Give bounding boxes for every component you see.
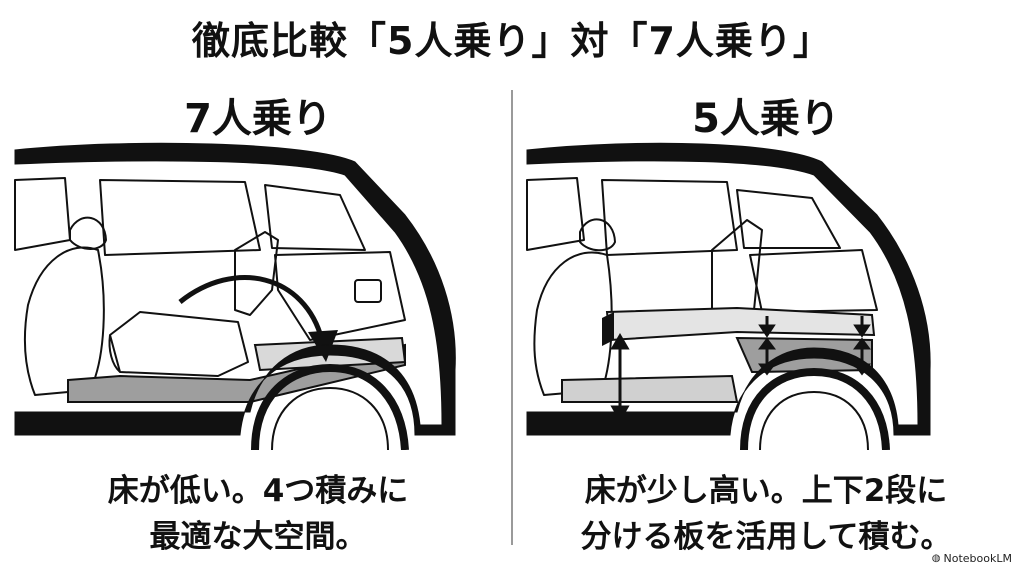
main-title: 徹底比較「5人乗り」対「7人乗り」: [192, 19, 832, 63]
right-caption-line-2: 分ける板を活用して積む。: [580, 519, 952, 555]
seven-seater-cargo-illustration: [14, 142, 456, 450]
rear-wheel-rim: [759, 390, 869, 450]
notebooklm-watermark: ◍ NotebookLM: [932, 552, 1012, 565]
seat-edge-line: [108, 334, 121, 373]
front-window-outline: [14, 177, 71, 251]
rear-quarter-window-outline: [736, 189, 841, 249]
front-window-outline: [526, 177, 585, 251]
rear-wheel: [740, 367, 890, 450]
upper-gap-arrow-right-head: [853, 324, 871, 338]
board-edge: [602, 312, 614, 346]
right-caption-line-1: 床が少し高い。上下2段に: [584, 473, 948, 509]
side-window-outline: [99, 179, 261, 256]
front-seat: [23, 246, 105, 396]
right-panel-caption: 床が少し高い。上下2段に 分ける板を活用して積む。: [516, 468, 1016, 560]
upper-gap-arrow-left-head: [758, 324, 776, 338]
car-body-silhouette: [526, 142, 931, 436]
left-panel-heading: 7人乗り: [184, 96, 332, 142]
right-panel-heading: 5人乗り: [692, 96, 840, 142]
rear-quarter-window-outline: [264, 184, 366, 251]
notebooklm-logo-icon: ◍: [931, 553, 941, 564]
lower-gap-arrow-left-top: [758, 337, 776, 350]
five-seater-cargo-illustration: [526, 142, 931, 450]
folded-third-row-seat: [109, 311, 249, 377]
rear-wheel: [251, 363, 409, 450]
brand-name: NotebookLM: [943, 552, 1012, 565]
second-row-seatback: [234, 231, 279, 316]
floor-height-arrow-top: [610, 333, 630, 350]
left-caption-line-1: 床が低い。4つ積みに: [107, 473, 409, 509]
fold-arrow-curve: [178, 275, 325, 341]
front-headrest: [579, 218, 616, 252]
cabin-floor: [561, 374, 739, 403]
panel-divider: [511, 90, 513, 545]
interior-vent: [354, 279, 382, 303]
lower-gap-arrow-right-top: [853, 337, 871, 350]
side-window-outline: [601, 179, 738, 256]
left-caption-line-2: 最適な大空間。: [149, 519, 367, 555]
rear-interior-panel: [749, 249, 878, 313]
rear-wheel-rim: [271, 386, 389, 450]
front-seat: [533, 251, 613, 396]
car-body-silhouette: [14, 142, 456, 436]
front-headrest: [69, 216, 107, 250]
upper-deck-board: [605, 306, 876, 342]
left-panel-caption: 床が低い。4つ積みに 最適な大空間。: [8, 468, 508, 560]
